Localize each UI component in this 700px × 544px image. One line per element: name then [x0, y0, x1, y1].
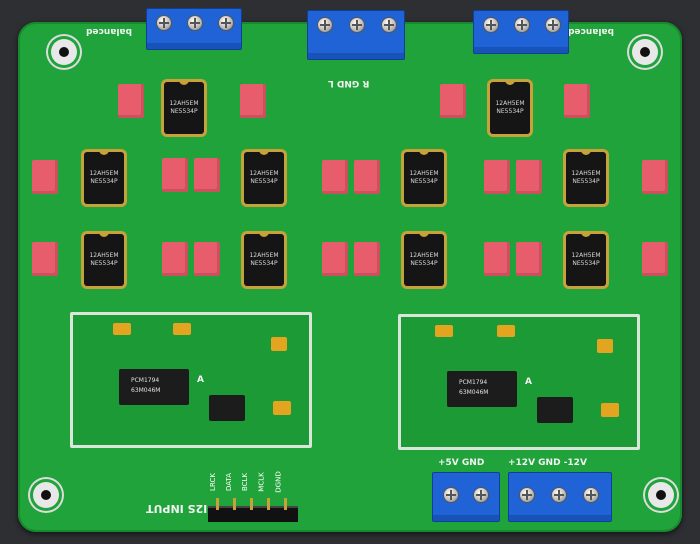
dac-chip: PCM1794 63M046M: [119, 369, 189, 405]
terminal-block-left-output: [146, 8, 242, 50]
film-capacitor: [322, 160, 348, 194]
regulator-chip: [537, 397, 573, 423]
film-capacitor: [354, 242, 380, 276]
mount-hole-top-right: [632, 39, 658, 65]
regulator-chip: [209, 395, 245, 421]
film-capacitor: [162, 242, 188, 276]
dac-chip-code: 63M046M: [131, 387, 161, 394]
terminal-block-12v: [508, 472, 612, 522]
dac-chip-marking: PCM1794: [459, 379, 488, 386]
i2s-pin-label: BCLK: [241, 472, 250, 492]
film-capacitor: [484, 242, 510, 276]
film-capacitor: [162, 158, 188, 192]
terminal-block-5v: [432, 472, 500, 522]
film-capacitor: [322, 242, 348, 276]
i2s-pin-header: [208, 498, 298, 522]
film-capacitor: [642, 242, 668, 276]
power-5v-label: +5V GND: [438, 458, 485, 468]
film-capacitor: [32, 242, 58, 276]
i2s-pin-label: LRCK: [208, 473, 217, 491]
film-capacitor: [440, 84, 466, 118]
i2s-pin-label: DATA: [225, 472, 234, 492]
mount-hole-bottom-left: [33, 482, 59, 508]
film-capacitor: [642, 160, 668, 194]
film-capacitor: [194, 158, 220, 192]
dac-chip-marking: PCM1794: [131, 377, 160, 384]
mark-a-right: A: [525, 377, 532, 387]
i2s-pin-label: DGND: [274, 471, 283, 493]
film-capacitor: [484, 160, 510, 194]
balanced-label-left: balanced: [86, 26, 132, 36]
dac-chip: PCM1794 63M046M: [447, 371, 517, 407]
dac-module-right: PCM1794 63M046M A: [398, 314, 640, 450]
rgl-label: R GND L: [328, 78, 370, 88]
dac-module-left: PCM1794 63M046M A: [70, 312, 312, 448]
power-12v-label: +12V GND -12V: [508, 458, 587, 468]
film-capacitor: [516, 242, 542, 276]
film-capacitor: [564, 84, 590, 118]
film-capacitor: [354, 160, 380, 194]
film-capacitor: [32, 160, 58, 194]
film-capacitor: [516, 160, 542, 194]
film-capacitor: [194, 242, 220, 276]
mount-hole-top-left: [51, 39, 77, 65]
film-capacitor: [118, 84, 144, 118]
mount-hole-bottom-right: [648, 482, 674, 508]
i2s-pin-label: MCLK: [257, 472, 266, 492]
balanced-label-right: balanced: [568, 26, 614, 36]
terminal-block-right-output: [473, 10, 569, 54]
film-capacitor: [240, 84, 266, 118]
i2s-pin-labels: LRCK DATA BCLK MCLK DGND: [204, 471, 294, 498]
mark-a-left: A: [197, 375, 204, 385]
terminal-block-center-output: [307, 10, 405, 60]
dac-chip-code: 63M046M: [459, 389, 489, 396]
i2s-input-label: I2S INPUT: [146, 502, 208, 515]
